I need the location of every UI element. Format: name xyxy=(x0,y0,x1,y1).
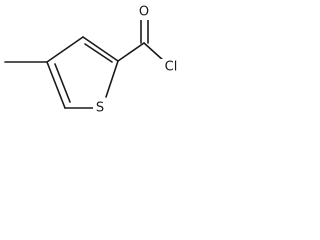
ring-bond-c2-s xyxy=(105,60,119,98)
bond-ring-to-carbonyl xyxy=(117,42,145,62)
carbon-chlorine-bond xyxy=(143,42,165,62)
atom-label-s: S xyxy=(96,101,104,116)
atom-sulfur: S xyxy=(93,100,108,116)
ring-bond-c5-c4 xyxy=(46,61,66,109)
ring-bond-c3-c2-inner xyxy=(84,43,113,63)
ring-bond-c5-c4-inner xyxy=(54,63,71,103)
atom-chlorine: Cl xyxy=(160,59,182,75)
atom-label-o: O xyxy=(139,5,149,20)
thiophene-carbonyl-chloride-structure: S O Cl xyxy=(4,4,182,116)
atom-label-cl: Cl xyxy=(165,60,178,75)
ring-bond-c3-c2 xyxy=(82,36,119,62)
atom-oxygen: O xyxy=(136,4,153,20)
ring-bond-c4-c3 xyxy=(46,36,84,63)
